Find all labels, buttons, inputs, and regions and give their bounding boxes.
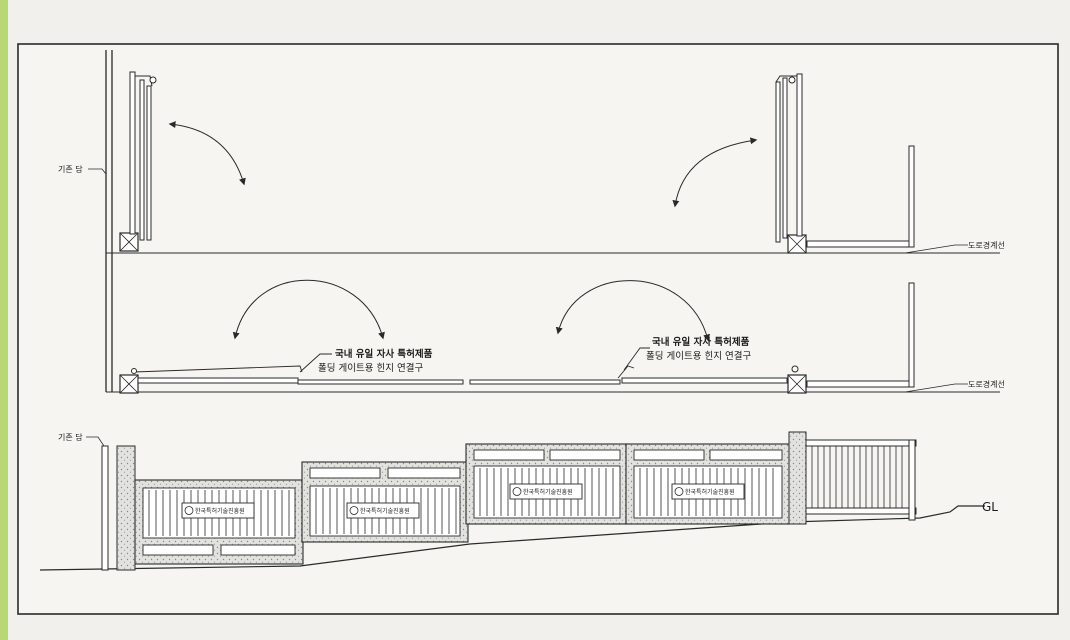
right-swing-arrow: [672, 137, 758, 208]
road-boundary-label-top: 도로경계선: [968, 240, 1005, 250]
mid-left-swing-arrow: [232, 279, 385, 340]
mid-leaf-3: [469, 379, 621, 385]
left-swing-arrow: [168, 121, 246, 186]
elevation-view: GL 기존 담 한국특허기술진흥원 한국특허기술진흥원: [39, 431, 998, 571]
existing-wall-label-top: 기존 담: [58, 164, 83, 174]
patent-desc-left: 폴딩 게이트용 힌지 연결구: [318, 362, 423, 374]
mid-leaf-4: [621, 377, 788, 384]
badge-4-text: 한국특허기술진흥원: [685, 488, 735, 496]
existing-wall-label-bottom: 기존 담: [58, 432, 83, 442]
road-boundary-label-mid: 도로경계선: [968, 379, 1005, 389]
gate-panel-4: 한국특허기술진흥원: [625, 443, 791, 525]
plan-view-top: 기존 담 도로경계선: [58, 50, 1005, 392]
mid-leaf-2: [297, 379, 464, 385]
right-folded-leaf-a: [775, 81, 781, 243]
badge-1-text: 한국특허기술진흥원: [195, 507, 245, 515]
badge-3: [509, 483, 583, 500]
left-folded-leaf-b: [139, 79, 145, 241]
left-folded-leaf-a: [129, 71, 136, 235]
badge-3-text: 한국특허기술진흥원: [523, 488, 573, 496]
gate-panel-3: 한국특허기술진흥원: [465, 443, 629, 525]
patent-callout-leader-right: [623, 347, 650, 371]
right-pillar: [788, 431, 807, 525]
gate-panel-1: 한국특허기술진흥원: [134, 479, 304, 565]
badge-1: [181, 502, 255, 519]
plan-view-middle: 도로경계선 국내 유일 자사 특허제품 폴딩 게이트용 힌지 연결구 국내 유일…: [106, 279, 1005, 394]
badge-2-text: 한국특허기술진흥원: [360, 507, 410, 515]
patent-title-right: 국내 유일 자사 특허제품: [652, 336, 750, 348]
patent-desc-right: 폴딩 게이트용 힌지 연결구: [646, 350, 751, 362]
badge-4: [671, 483, 745, 500]
right-folded-leaf-b: [796, 73, 803, 237]
gate-panel-2: 한국특허기술진흥원: [301, 461, 469, 543]
patent-title-left: 국내 유일 자사 특허제품: [335, 348, 433, 360]
existing-wall-elevation: [101, 445, 109, 571]
right-fence-post-mid: [908, 282, 915, 388]
ground-level-label: GL: [982, 500, 998, 514]
mid-leaf-1: [137, 377, 299, 384]
left-pillar: [116, 445, 136, 571]
ground-line: [39, 505, 985, 571]
right-fence-elevation: [805, 439, 917, 521]
badge-2: [346, 502, 420, 519]
mid-right-swing-arrow: [555, 280, 710, 342]
patent-callout-leader-left: [299, 353, 332, 373]
right-fence-post-top: [908, 145, 915, 248]
